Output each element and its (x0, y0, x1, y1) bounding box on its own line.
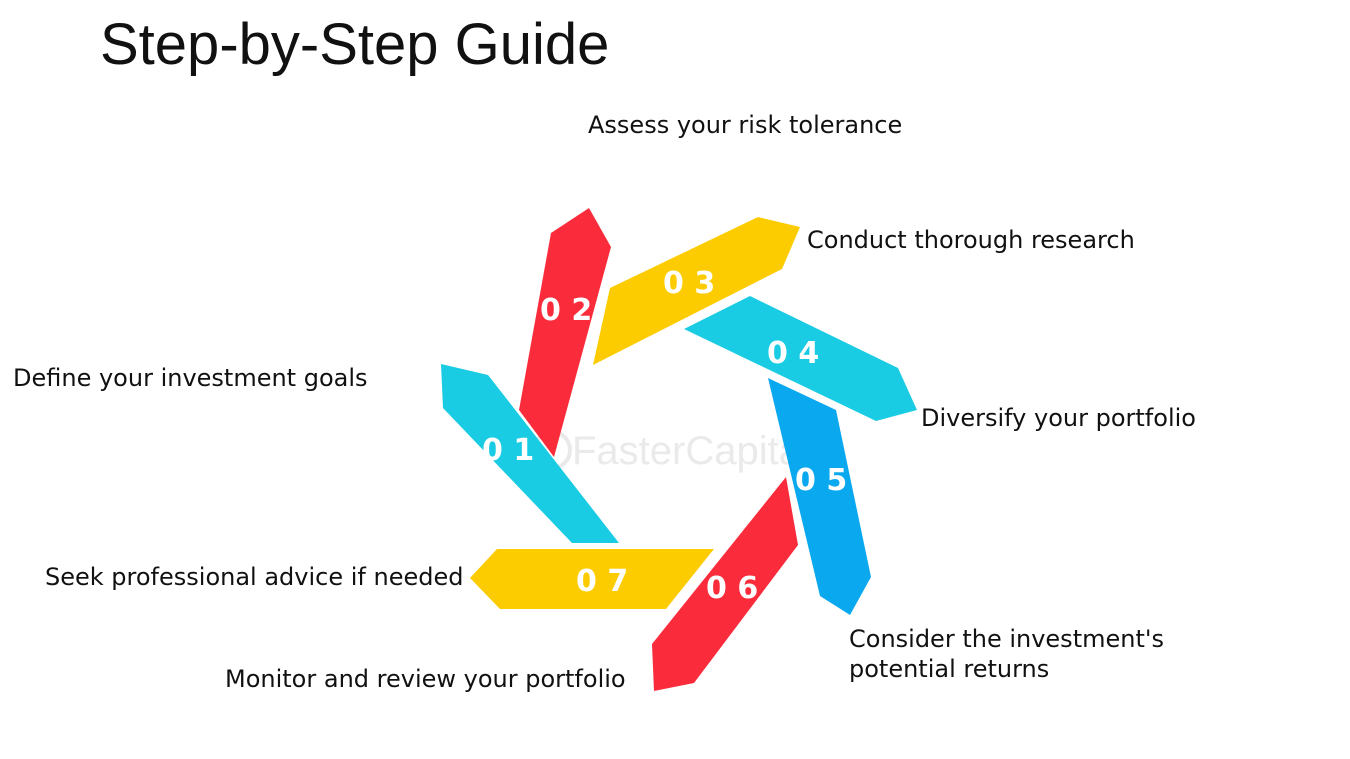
step-6-number: 0 6 (706, 571, 758, 606)
step-1-arrow (441, 364, 619, 543)
step-4-label: Diversify your portfolio (921, 404, 1196, 432)
step-7-label: Seek professional advice if needed (45, 563, 464, 591)
watermark-text: FasterCapital (572, 429, 810, 473)
step-2-label: Assess your risk tolerance (588, 111, 903, 139)
step-5-arrow (768, 378, 871, 615)
step-5-number: 0 5 (795, 463, 847, 498)
page-title: Step-by-Step Guide (100, 12, 610, 77)
step-3-label: Conduct thorough research (807, 226, 1135, 254)
step-3-number: 0 3 (663, 266, 715, 301)
step-6-arrow (652, 477, 798, 691)
step-7-number: 0 7 (576, 564, 628, 599)
step-4-number: 0 4 (767, 336, 819, 371)
step-2-number: 0 2 (540, 293, 592, 328)
step-6-label: Monitor and review your portfolio (225, 665, 626, 693)
step-3-arrow (593, 217, 800, 365)
step-1-label: Define your investment goals (13, 364, 368, 392)
step-2-arrow (519, 208, 611, 457)
step-7-arrow (470, 549, 714, 609)
step-5-label: Consider the investment's potential retu… (849, 625, 1164, 683)
watermark: FasterCapital (532, 429, 810, 473)
step-4-arrow (684, 296, 917, 421)
step-1-number: 0 1 (482, 433, 534, 468)
